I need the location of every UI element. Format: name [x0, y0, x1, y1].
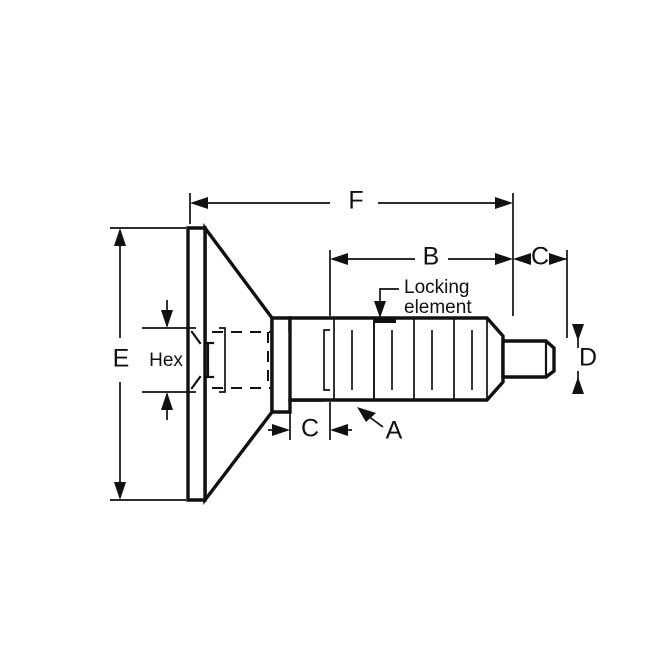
- part-geometry: [186, 222, 556, 506]
- thread-extent-bracket: [323, 329, 330, 391]
- locking-element-patch: [374, 318, 396, 323]
- hex-extent-bracket: [219, 327, 226, 393]
- hex-socket-hidden-detail: [212, 331, 272, 389]
- flange-plate: [186, 226, 207, 502]
- thread-root-lines: [351, 330, 473, 390]
- dimension-C-top: C: [513, 243, 568, 338]
- hex-socket-chamfer: [190, 330, 215, 390]
- dimension-B: B: [329, 243, 513, 316]
- locking-element-label-line2: element: [404, 297, 472, 318]
- dimension-label-C-bottom: C: [301, 415, 319, 443]
- dimension-label-E: E: [113, 345, 130, 373]
- dimension-label-F: F: [348, 187, 363, 215]
- dimension-label-Hex: Hex: [149, 350, 183, 371]
- dimension-label-D: D: [579, 344, 597, 372]
- plunger-body: [288, 316, 505, 402]
- leader-A: A: [357, 407, 403, 445]
- dimension-D: D: [572, 324, 597, 394]
- dimension-C-bottom: C: [268, 402, 352, 443]
- flange-cone-body: [203, 222, 274, 506]
- dimension-F: F: [189, 187, 514, 316]
- dimension-label-A: A: [386, 417, 403, 445]
- dimension-label-B: B: [423, 243, 440, 271]
- dimension-label-C-top: C: [531, 243, 549, 271]
- leader-locking-element: Locking element: [374, 277, 472, 318]
- dimension-Hex: Hex: [142, 300, 196, 420]
- locking-element-label-line1: Locking: [404, 277, 470, 298]
- dimension-E: E: [110, 227, 186, 501]
